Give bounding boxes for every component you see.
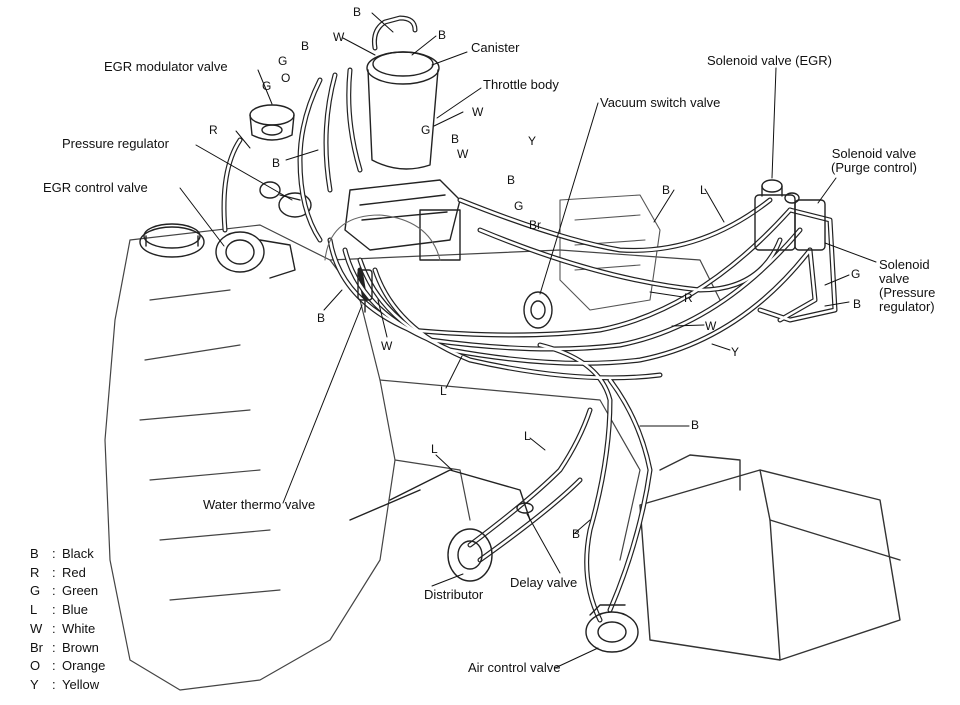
canister-label: Canister xyxy=(471,40,520,55)
hose-code: W xyxy=(333,30,345,44)
legend-code: W xyxy=(30,620,43,636)
oil-filler-cap-shape xyxy=(139,223,205,258)
hose-code: Br xyxy=(529,218,541,232)
canister-shape xyxy=(366,15,440,170)
pressure-regulator-label: Pressure regulator xyxy=(62,136,169,151)
hose-code: G xyxy=(278,54,288,68)
legend-color-name: Blue xyxy=(62,602,89,618)
legend-separator: : xyxy=(52,676,56,692)
hose-code: B xyxy=(438,28,447,42)
vacuum-switch-valve-shape xyxy=(523,291,553,329)
air-control-valve-label: Air control valve xyxy=(468,660,561,675)
vacuum-hoses xyxy=(221,67,838,623)
legend-separator: : xyxy=(52,564,56,580)
hose-code: B xyxy=(507,173,516,187)
hose-code: W xyxy=(457,147,469,161)
legend-code: L xyxy=(30,602,38,618)
legend-code: Br xyxy=(30,639,43,655)
legend-row: G: Green xyxy=(30,582,105,601)
solenoid-valve-purge-label: Solenoid valve (Purge control) xyxy=(831,146,917,175)
solenoid-valves-shape xyxy=(754,179,826,251)
color-legend: B: Black R: Red G: Green L: Blue W: White Br:… xyxy=(30,545,105,695)
egr-modulator-valve-shape xyxy=(249,104,295,141)
throttle-body-label: Throttle body xyxy=(483,77,559,92)
hose-code: B xyxy=(691,418,700,432)
solenoid-valve-pressure-regulator-label: Solenoid valve (Pressure regulator) xyxy=(879,257,936,314)
delay-valve-shape xyxy=(516,502,534,514)
hose-code: W xyxy=(472,105,484,119)
legend-color-name: Red xyxy=(62,564,86,580)
legend-row: Br: Brown xyxy=(30,639,105,658)
legend-separator: : xyxy=(52,546,56,561)
legend-color-name: White xyxy=(62,620,96,636)
legend-color-name: Orange xyxy=(62,658,106,674)
hose-code: B xyxy=(353,5,362,19)
hose-code: L xyxy=(700,183,707,197)
legend-separator: : xyxy=(52,620,56,636)
hose-code: B xyxy=(853,297,862,311)
delay-valve-label: Delay valve xyxy=(510,575,578,590)
hose-code: B xyxy=(317,311,326,325)
hose-code: B xyxy=(272,156,281,170)
legend-code: O xyxy=(30,658,41,674)
legend-separator: : xyxy=(52,658,56,674)
hose-code: L xyxy=(524,429,531,443)
hose-code: L xyxy=(440,384,447,398)
distributor-shape xyxy=(349,469,531,582)
hose-code: L xyxy=(431,442,438,456)
water-thermo-valve-label: Water thermo valve xyxy=(203,497,316,512)
legend-row: L: Blue xyxy=(30,601,105,620)
legend-color-name: Black xyxy=(62,546,94,561)
legend-row: B: Black xyxy=(30,545,105,564)
egr-modulator-valve-label: EGR modulator valve xyxy=(104,59,228,74)
leader-lines xyxy=(179,12,877,669)
solenoid-valve-egr-label: Solenoid valve (EGR) xyxy=(707,53,832,68)
hose-code: G xyxy=(421,123,431,137)
legend-color-name: Brown xyxy=(62,639,99,655)
hose-code: R xyxy=(684,291,693,305)
legend-separator: : xyxy=(52,583,56,599)
vacuum-switch-valve-label: Vacuum switch valve xyxy=(600,95,721,110)
legend-code: B xyxy=(30,546,39,561)
legend-row: Y: Yellow xyxy=(30,676,105,695)
engine-block xyxy=(104,224,721,691)
legend-separator: : xyxy=(52,602,56,618)
hose-code: O xyxy=(281,71,291,85)
legend-color-name: Green xyxy=(62,583,99,599)
legend-row: W: White xyxy=(30,620,105,639)
hose-code: R xyxy=(209,123,218,137)
hose-code: G xyxy=(514,199,524,213)
egr-control-valve-label: EGR control valve xyxy=(43,180,148,195)
hose-code: G xyxy=(851,267,861,281)
hose-code: B xyxy=(301,39,310,53)
hose-code: B xyxy=(662,183,671,197)
hose-code: W xyxy=(381,339,393,353)
legend-code: R xyxy=(30,564,40,580)
legend-separator: : xyxy=(52,639,56,655)
air-control-valve-shape xyxy=(585,604,639,653)
hose-code: B xyxy=(572,527,581,541)
pressure-regulator-shape xyxy=(259,181,312,218)
legend-code: Y xyxy=(30,676,39,692)
air-cleaner-box xyxy=(639,454,901,661)
egr-control-valve-shape xyxy=(215,231,296,279)
vacuum-hoses-inner xyxy=(222,68,837,622)
legend-color-name: Yellow xyxy=(62,676,100,692)
hose-code: W xyxy=(705,319,717,333)
legend-row: R: Red xyxy=(30,564,105,583)
legend-row: O: Orange xyxy=(30,657,105,676)
hose-code: B xyxy=(451,132,460,146)
hose-code: Y xyxy=(528,134,537,148)
hose-code: G xyxy=(262,79,272,93)
distributor-label: Distributor xyxy=(424,587,484,602)
highlight-circle xyxy=(324,214,441,261)
hose-code: Y xyxy=(731,345,740,359)
legend-code: G xyxy=(30,583,41,599)
water-thermo-valve-shape xyxy=(357,269,373,313)
